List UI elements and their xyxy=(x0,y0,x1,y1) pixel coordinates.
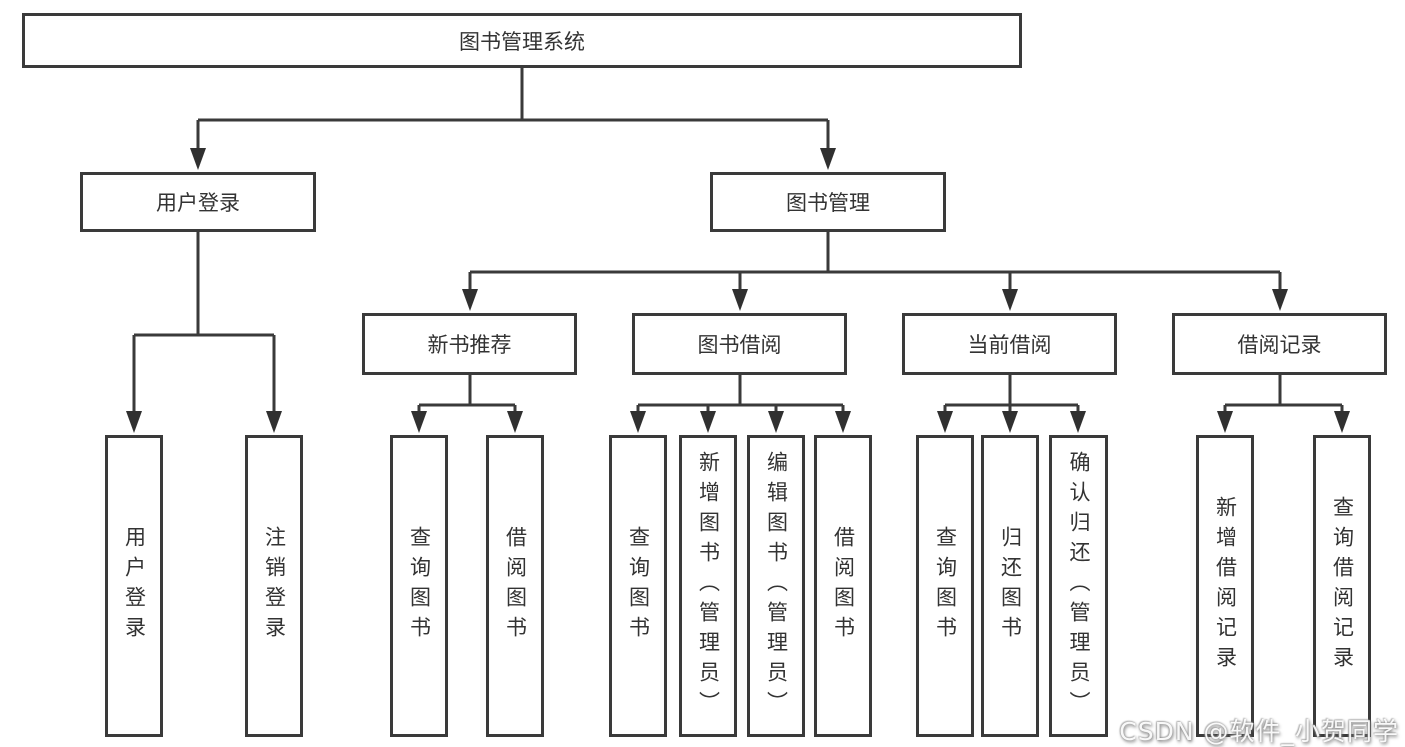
node-label: 新增图书（管理员） xyxy=(696,451,721,721)
leaf-add-book-admin: 新增图书（管理员） xyxy=(679,435,737,737)
leaf-add-borrow-record: 新增借阅记录 xyxy=(1196,435,1254,737)
node-borrow-record: 借阅记录 xyxy=(1172,313,1387,375)
node-label: 新增借阅记录 xyxy=(1213,496,1238,676)
node-label: 查询图书 xyxy=(626,526,651,646)
node-label: 图书借阅 xyxy=(697,333,782,357)
node-label: 借阅记录 xyxy=(1237,333,1322,357)
node-current-borrow: 当前借阅 xyxy=(902,313,1117,375)
node-label: 图书管理系统 xyxy=(459,29,585,54)
leaf-borrow-book: 借阅图书 xyxy=(814,435,872,737)
leaf-logout: 注销登录 xyxy=(245,435,303,737)
node-label: 编辑图书（管理员） xyxy=(764,451,789,721)
leaf-query-borrow-record: 查询借阅记录 xyxy=(1313,435,1371,737)
leaf-user-login: 用户登录 xyxy=(105,435,163,737)
node-label: 注销登录 xyxy=(262,526,287,646)
leaf-query-book-recommend: 查询图书 xyxy=(390,435,448,737)
node-label: 图书管理 xyxy=(786,191,870,215)
node-label: 新书推荐 xyxy=(427,333,512,357)
csdn-watermark: CSDN @软件_小贺同学 xyxy=(1119,717,1399,746)
node-label: 借阅图书 xyxy=(831,526,856,646)
leaf-confirm-return-admin: 确认归还（管理员） xyxy=(1049,435,1108,737)
node-label: 查询图书 xyxy=(407,526,432,646)
node-new-book-recommend: 新书推荐 xyxy=(362,313,577,375)
leaf-query-book-current: 查询图书 xyxy=(916,435,974,737)
node-book-borrow: 图书借阅 xyxy=(632,313,847,375)
leaf-borrow-book-recommend: 借阅图书 xyxy=(486,435,544,737)
node-label: 当前借阅 xyxy=(967,333,1052,357)
node-label: 用户登录 xyxy=(122,526,147,646)
leaf-query-book-borrow: 查询图书 xyxy=(609,435,667,737)
node-label: 查询借阅记录 xyxy=(1330,496,1355,676)
node-label: 用户登录 xyxy=(156,191,240,215)
leaf-edit-book-admin: 编辑图书（管理员） xyxy=(747,435,805,737)
node-library-management-system: 图书管理系统 xyxy=(22,13,1022,68)
node-book-management-branch: 图书管理 xyxy=(710,172,946,232)
node-label: 确认归还（管理员） xyxy=(1067,451,1091,721)
leaf-return-book: 归还图书 xyxy=(981,435,1039,737)
node-user-login-branch: 用户登录 xyxy=(80,172,316,232)
node-label: 查询图书 xyxy=(933,526,958,646)
node-label: 归还图书 xyxy=(998,526,1023,646)
node-label: 借阅图书 xyxy=(503,526,528,646)
